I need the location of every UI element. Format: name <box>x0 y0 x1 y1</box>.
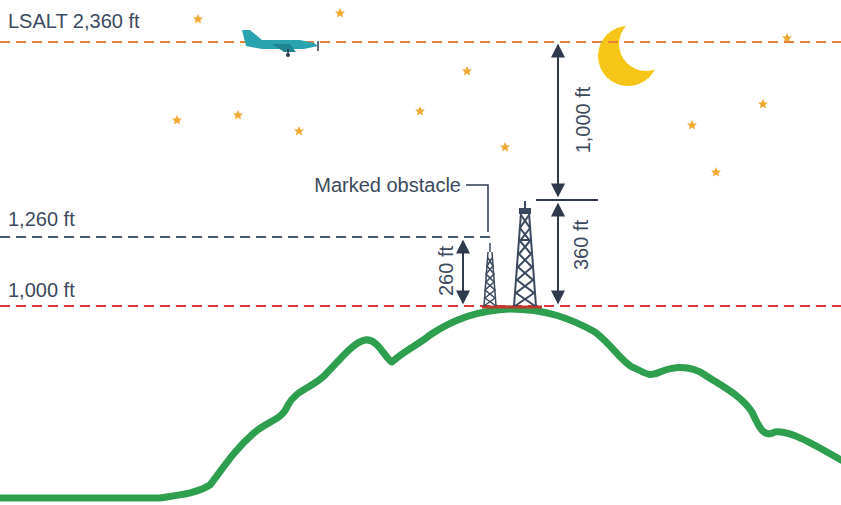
altitude-label: 1,000 ft <box>8 278 75 302</box>
terrain-height-line <box>0 305 841 307</box>
stars <box>172 8 792 177</box>
height-dimension: 260 ft <box>434 246 458 296</box>
lsalt-line <box>0 41 841 43</box>
lsalt-label: LSALT 2,360 ft <box>8 9 140 33</box>
marked-obstacle-tower <box>484 243 496 306</box>
obstacle-height-line <box>0 236 492 238</box>
tower-base <box>482 306 542 309</box>
hill <box>0 309 841 498</box>
moon <box>598 17 673 86</box>
tall-tower <box>514 201 536 306</box>
height-dimension: 360 ft <box>569 220 593 270</box>
leader-line <box>466 185 488 232</box>
callout-label: Marked obstacle <box>314 173 461 197</box>
dimension-arrows <box>463 45 598 303</box>
height-dimension: 1,000 ft <box>571 87 595 154</box>
aircraft <box>242 30 318 57</box>
altitude-label: 1,260 ft <box>8 207 75 231</box>
